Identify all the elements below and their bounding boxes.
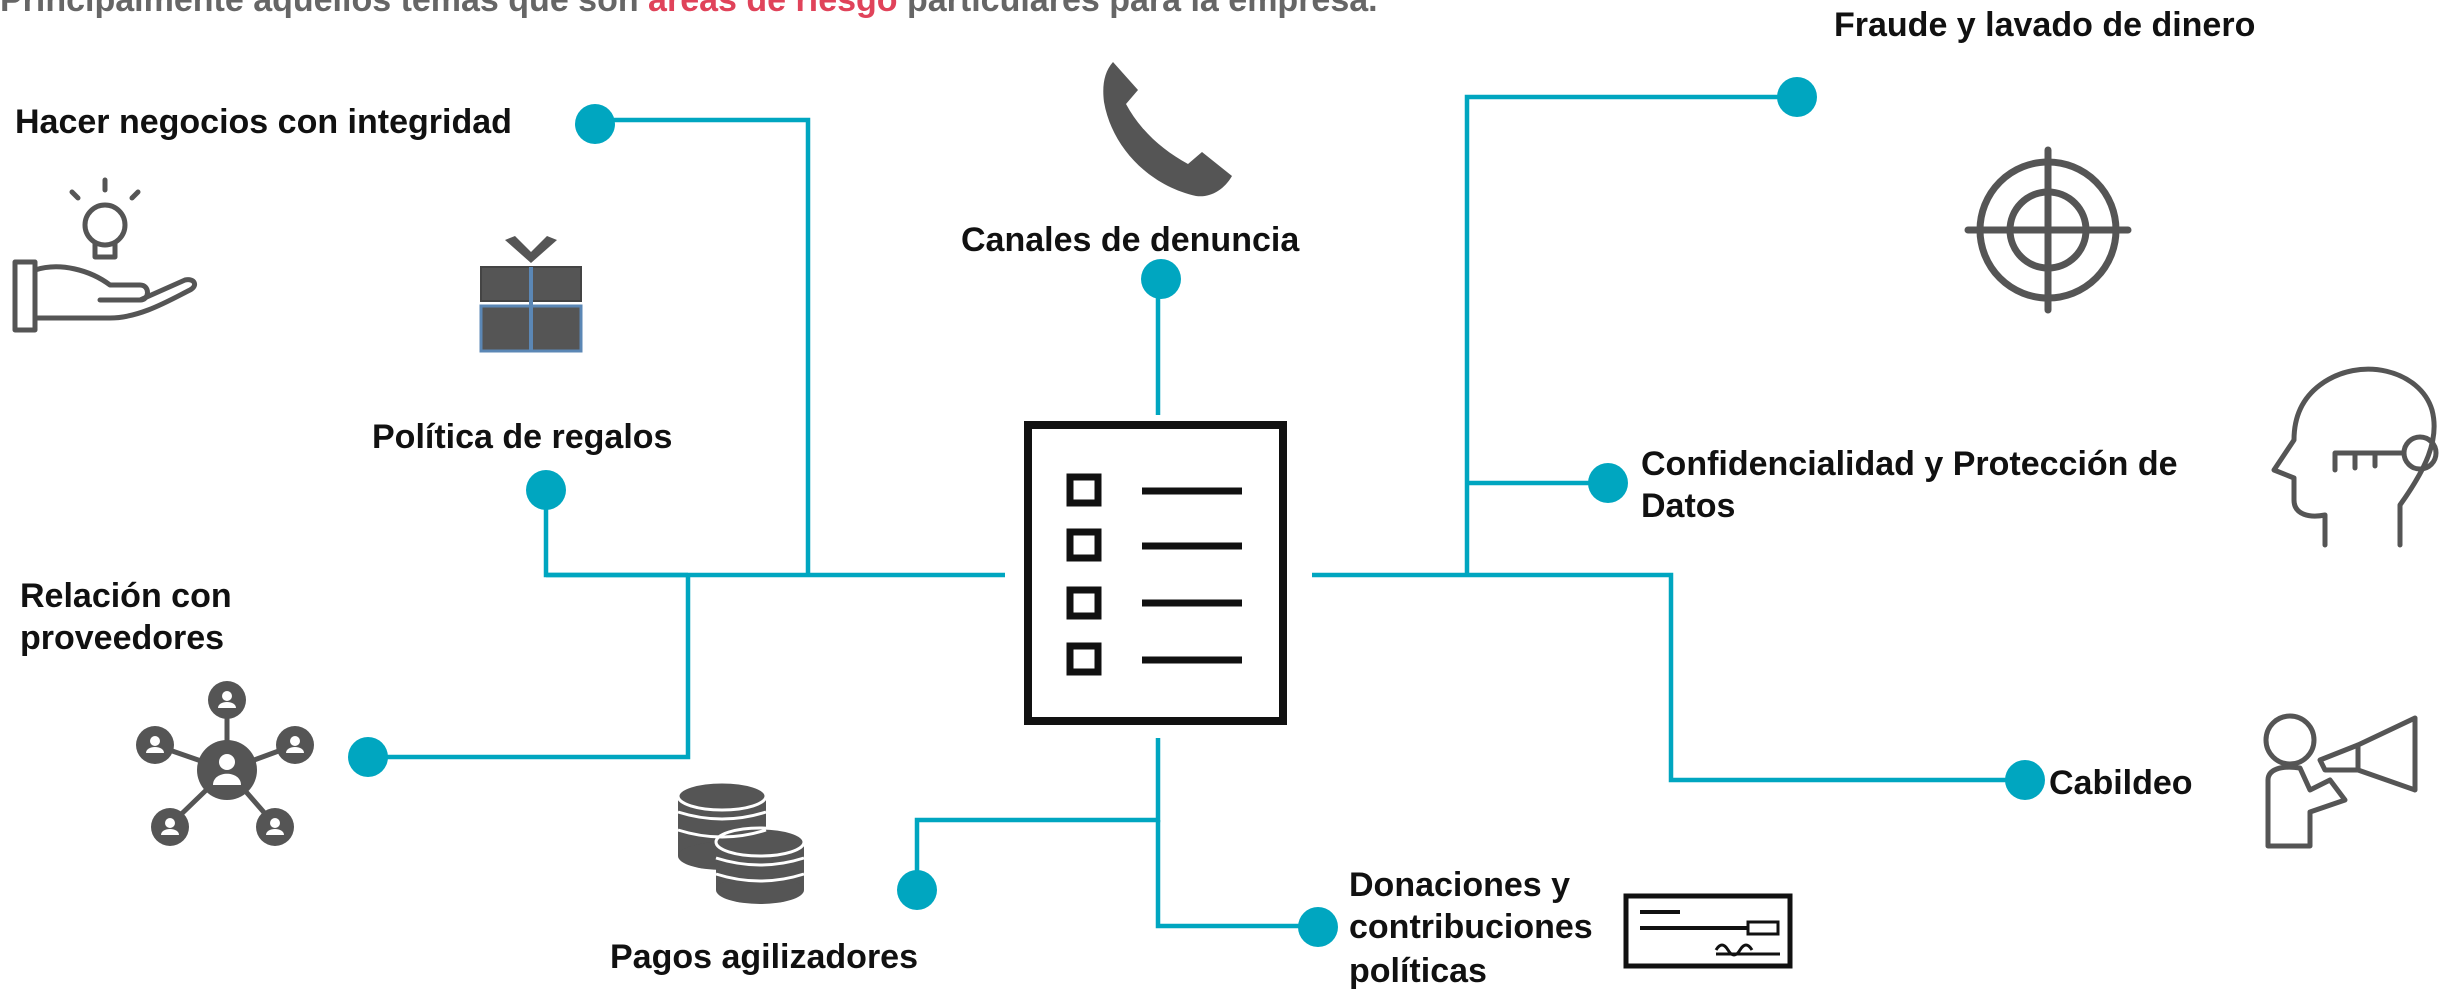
label-donaciones-line2: contribuciones [1349,908,1593,946]
label-fraude: Fraude y lavado de dinero [1834,6,2256,44]
connector-bottom-main [914,738,1161,890]
connector-main-right [1312,572,2025,783]
intro-prefix: Principalmente aquellos temas que son [0,0,649,19]
hand-lightbulb-icon [12,177,198,333]
dot-donaciones [1298,907,1338,947]
dot-proveedores [348,737,388,777]
supplier-network-icon [136,681,314,846]
head-key-icon [2271,366,2439,548]
gift-icon [479,236,583,353]
intro-suffix: particulares para la empresa. [897,0,1378,19]
check-payment-icon [1623,893,1793,969]
target-icon [1964,146,2132,314]
connector-integridad [595,117,811,575]
dot-integridad [575,104,615,144]
dot-fraude [1777,77,1817,117]
dot-confidencialidad [1588,463,1628,503]
dot-cabildeo [2005,760,2045,800]
intro-highlight: áreas de riesgo [648,0,898,19]
label-donaciones-line3: políticas [1349,952,1487,990]
connector-fraude [1464,94,1797,575]
checklist-icon [1024,421,1287,725]
dot-denuncia [1141,259,1181,299]
telephone-icon [1103,62,1232,197]
label-pagos: Pagos agilizadores [610,938,918,976]
label-proveedores-line2: proveedores [20,619,225,657]
intro-text: Principalmente aquellos temas que son ár… [0,0,1378,20]
label-integridad: Hacer negocios con integridad [15,103,512,141]
dot-pagos [897,870,937,910]
megaphone-person-icon [2263,713,2418,849]
label-denuncia: Canales de denuncia [961,221,1300,259]
connector-regalos [543,490,688,578]
label-confidencialidad-line2: Datos [1641,487,1736,525]
label-regalos: Política de regalos [372,418,673,456]
label-donaciones-line1: Donaciones y [1349,866,1571,904]
label-confidencialidad-line1: Confidencialidad y Protección de [1641,445,2178,483]
label-cabildeo: Cabildeo [2049,764,2193,802]
connector-donaciones [1155,820,1318,929]
label-proveedores-line1: Relación con [20,577,232,615]
dot-regalos [526,470,566,510]
connector-proveedores [368,575,691,760]
coins-icon [676,780,806,904]
